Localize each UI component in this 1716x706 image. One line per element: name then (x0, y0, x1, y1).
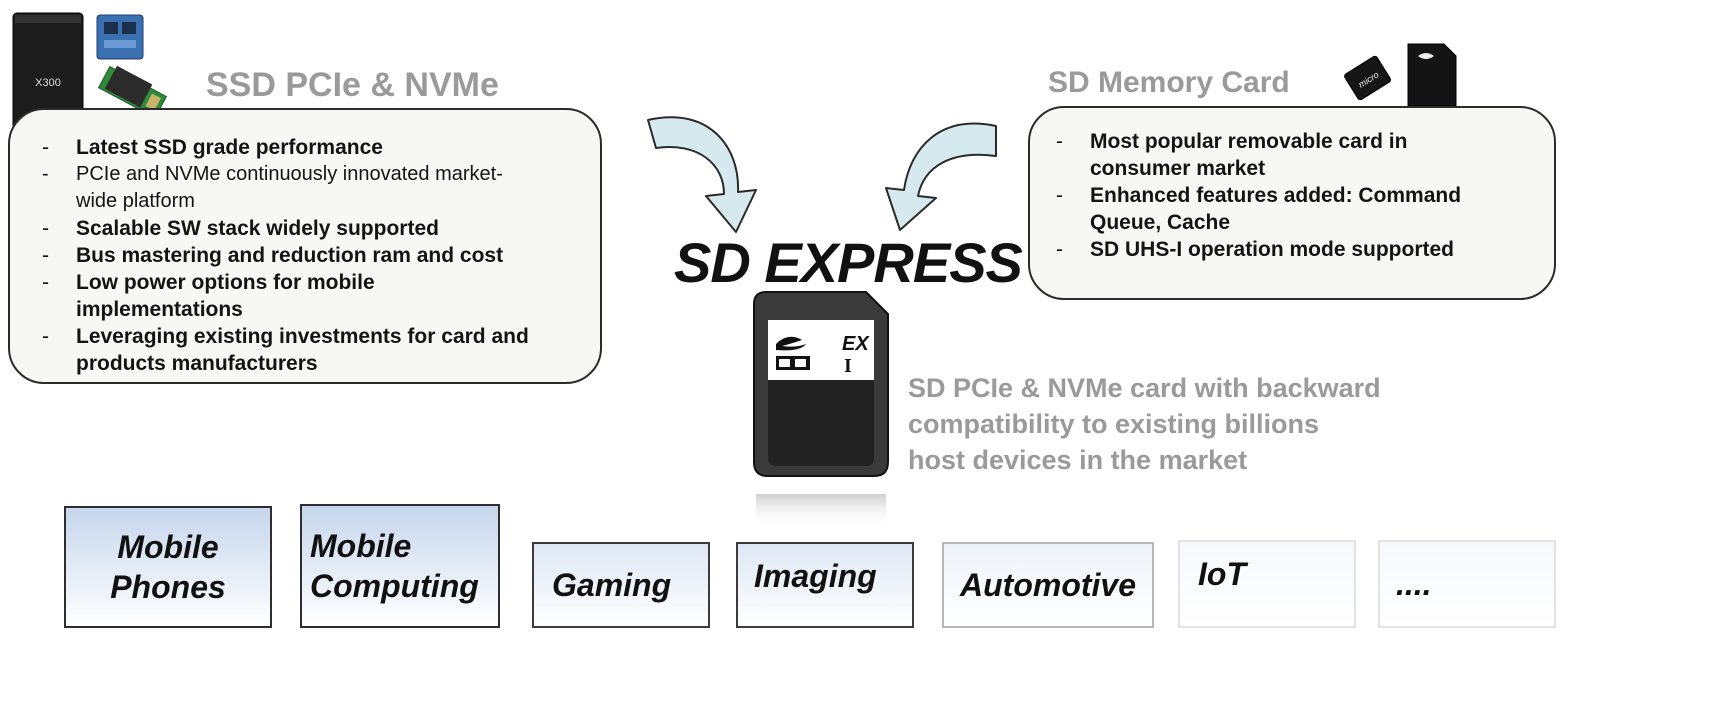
list-item: Enhanced features added: Command Queue, … (1056, 182, 1538, 236)
category-label: IoT (1198, 556, 1246, 592)
sd-card-image (1407, 43, 1457, 107)
category-more: .... (1378, 540, 1556, 628)
msata-ssd-image (96, 14, 144, 60)
sd-card-features-list: Most popular removable card in consumer … (1056, 128, 1538, 263)
category-iot: IoT (1178, 540, 1356, 628)
list-item: SD UHS-I operation mode supported (1056, 236, 1538, 263)
description-line: SD PCIe & NVMe card with backward (908, 373, 1381, 403)
list-item: Leveraging existing investments for card… (42, 323, 580, 377)
list-item: Low power options for mobile implementat… (42, 269, 580, 323)
category-label: Gaming (552, 567, 672, 603)
ssd-features-list: Latest SSD grade performance PCIe and NV… (42, 134, 580, 377)
sd-card-to-express-arrow (885, 122, 997, 231)
sd-express-logo: SD EXPRESS (674, 231, 1023, 294)
category-automotive: Automotive (942, 542, 1154, 628)
m2-ssd-image (97, 65, 168, 119)
category-label: .... (1396, 566, 1432, 602)
list-item: Latest SSD grade performance (42, 134, 580, 161)
list-item: Bus mastering and reduction ram and cost (42, 242, 580, 269)
list-item: Most popular removable card in consumer … (1056, 128, 1538, 182)
microsd-card-image: micro (1344, 55, 1391, 101)
ssd-drive-image: X300 (12, 12, 84, 130)
sd-express-description: SD PCIe & NVMe card with backward compat… (908, 370, 1381, 478)
ssd-heading: SSD PCIe & NVMe (206, 66, 499, 104)
sd-card-heading: SD Memory Card (1048, 66, 1290, 99)
card-ex-label: EX (842, 333, 870, 355)
card-i-label: I (844, 355, 852, 377)
description-line: host devices in the market (908, 445, 1248, 475)
category-label: Mobile Computing (310, 528, 479, 604)
category-label: Imaging (754, 558, 877, 594)
sd-express-card-image: EX I (753, 291, 889, 528)
list-item: Scalable SW stack widely supported (42, 215, 580, 242)
category-label: Automotive (960, 567, 1136, 603)
description-line: compatibility to existing billions (908, 409, 1320, 439)
category-mobile-computing: Mobile Computing (300, 504, 500, 628)
category-gaming: Gaming (532, 542, 710, 628)
ssd-features-box: Latest SSD grade performance PCIe and NV… (8, 108, 602, 384)
category-imaging: Imaging (736, 542, 914, 628)
sd-card-features-box: Most popular removable card in consumer … (1028, 106, 1556, 300)
category-label: Mobile Phones (110, 529, 226, 605)
ssd-to-express-arrow (647, 116, 757, 233)
list-item: PCIe and NVMe continuously innovated mar… (42, 161, 580, 215)
category-mobile-phones: Mobile Phones (64, 506, 272, 628)
ssd-drive-label: X300 (35, 77, 61, 89)
